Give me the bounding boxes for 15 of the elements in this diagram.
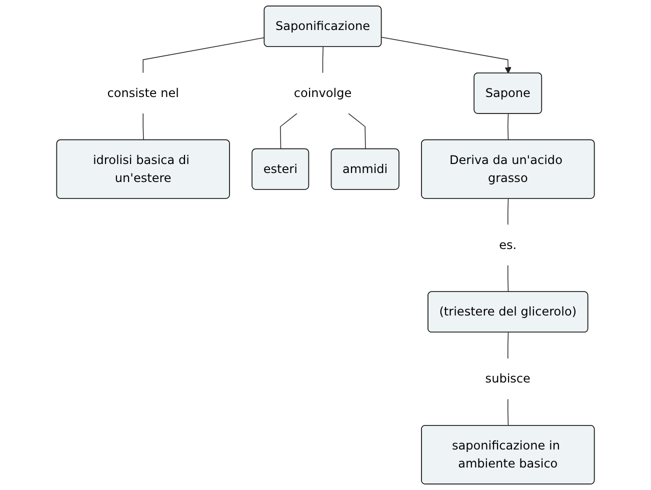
node-text: es. — [499, 237, 517, 252]
connector — [508, 398, 509, 426]
connector — [142, 113, 144, 141]
connector — [508, 332, 509, 359]
arrow — [381, 36, 512, 74]
node-text: subisce — [485, 371, 530, 386]
node-text: consiste nel — [107, 86, 179, 100]
connector — [280, 113, 298, 150]
connector — [508, 264, 509, 292]
node-text: coinvolge — [294, 86, 352, 100]
connector — [508, 113, 509, 141]
connector — [508, 198, 509, 226]
connector — [322, 46, 324, 74]
connector — [142, 37, 265, 74]
connector — [348, 113, 366, 150]
